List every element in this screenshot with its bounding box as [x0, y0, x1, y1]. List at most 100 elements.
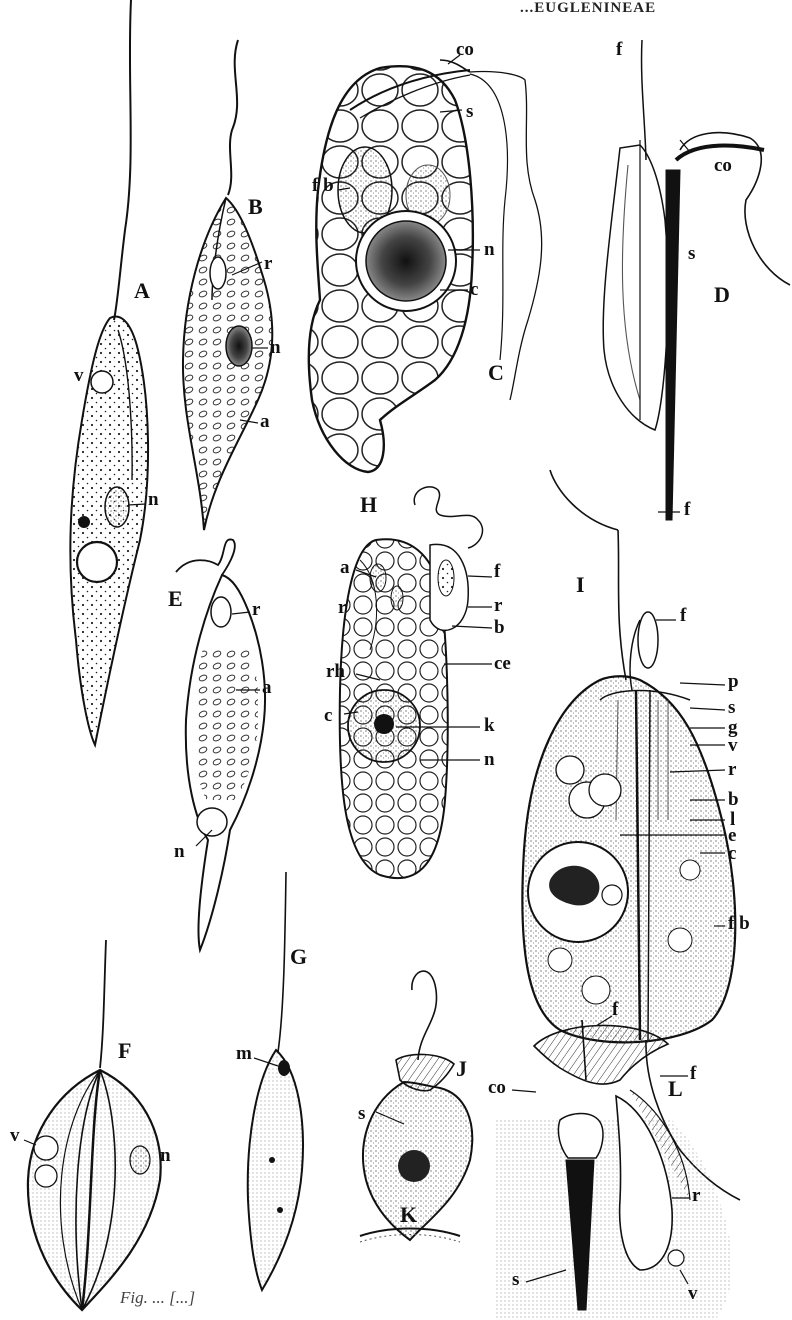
figure-e-nucleus	[197, 808, 227, 836]
figure-e-reservoir	[211, 597, 231, 627]
figure-c-letter: C	[488, 362, 504, 384]
figure-e-flagellum	[176, 539, 235, 575]
figure-i-label-f1: f	[684, 500, 690, 519]
figure-d-pharynx	[603, 145, 668, 430]
figure-d-letter: D	[714, 284, 730, 306]
figure-j-cell	[363, 971, 472, 1240]
figure-c-label-co: co	[456, 40, 474, 59]
figure-i-label-b: b	[728, 790, 739, 809]
figure-d-membrane	[680, 133, 790, 285]
figure-h-paramylon	[370, 564, 386, 592]
figure-d-rod	[666, 170, 680, 520]
figure-a-vacuole	[91, 371, 113, 393]
figure-j-letter: J	[456, 1058, 467, 1080]
figure-b-euglena	[183, 40, 272, 530]
figure-l-label-r: r	[692, 1186, 700, 1205]
figure-h-karyosome	[374, 714, 394, 734]
figure-f-phacus	[24, 940, 161, 1310]
figure-h-label-b: b	[494, 618, 505, 637]
figure-b-label-r: r	[264, 254, 272, 273]
figure-c-label-s: s	[466, 102, 473, 121]
figure-g-body	[248, 1050, 303, 1290]
figure-l-label-v: v	[688, 1284, 698, 1303]
figure-i-label-r: r	[728, 760, 736, 779]
figure-b-nucleus	[226, 326, 252, 366]
figure-c-flagellum	[470, 72, 542, 400]
figure-c-peranema	[309, 55, 542, 472]
figure-l-label-co: co	[488, 1078, 506, 1097]
plate-header: ...EUGLENINEAE	[520, 0, 656, 17]
figure-e-label-r: r	[252, 600, 260, 619]
figure-g-letter: G	[290, 946, 307, 968]
figure-f-nucleus	[130, 1146, 150, 1174]
figure-e-letter: E	[168, 588, 183, 610]
figure-f-body	[28, 1070, 161, 1310]
figure-j-flagellum	[412, 971, 437, 1060]
figure-c-label-n: n	[484, 240, 495, 259]
figure-g-stigma	[278, 1060, 290, 1076]
figure-l-collar	[534, 1025, 668, 1084]
figure-d-flagellum	[642, 40, 646, 160]
figure-h-label-k: k	[484, 716, 495, 735]
figure-i-letter: I	[576, 574, 585, 596]
figure-h-label-c: c	[324, 706, 332, 725]
figure-h-label-ce: ce	[494, 654, 511, 673]
figure-b-label-n: n	[270, 338, 281, 357]
figure-l-vacuole	[668, 1250, 684, 1266]
figure-c-label-c: c	[470, 280, 478, 299]
figure-a-flagellum	[114, 0, 131, 320]
figure-d-label-co: co	[714, 156, 732, 175]
figure-f-label-n: n	[160, 1146, 171, 1165]
figure-h-label-f: f	[494, 562, 500, 581]
figure-h-label-a: a	[340, 558, 350, 577]
figure-h-flagellum	[414, 487, 482, 548]
figure-f-vacuole-2	[35, 1165, 57, 1187]
figure-i-label-s: s	[728, 698, 735, 717]
figure-e-label-n: n	[174, 842, 185, 861]
figure-g-cell	[248, 872, 303, 1290]
figure-i-label-v: v	[728, 736, 738, 755]
figure-i-label-c: c	[728, 844, 736, 863]
figure-h-cell	[340, 487, 492, 878]
figure-j-label-s: s	[358, 1104, 365, 1123]
figure-b-label-a: a	[260, 412, 270, 431]
figure-i-trailing-flagellum	[550, 470, 618, 530]
figure-d-label-s: s	[688, 244, 695, 263]
figure-f-flagellum	[100, 940, 106, 1068]
figure-a-label-n: n	[148, 490, 159, 509]
figure-h-letter: H	[360, 494, 377, 516]
figure-b-letter: B	[248, 196, 263, 218]
figure-a-body-vesicle	[77, 542, 117, 582]
figure-c-cytostome	[440, 60, 470, 72]
figure-h-label-r1: r	[338, 598, 346, 617]
figure-i-label-fb: f b	[728, 914, 750, 933]
figure-b-flagellum	[228, 40, 238, 195]
figure-l-detail	[496, 1016, 732, 1320]
figure-f-letter: F	[118, 1040, 131, 1062]
figure-l-label-s: s	[512, 1270, 519, 1289]
figure-a-nucleus	[105, 487, 129, 527]
figure-d-label-f: f	[616, 40, 622, 59]
figure-a-letter: A	[134, 280, 150, 302]
figure-e-label-a: a	[262, 678, 272, 697]
figure-j-nucleus	[398, 1150, 430, 1182]
figure-b-reservoir	[210, 257, 226, 289]
figure-d-detail	[603, 40, 790, 520]
figure-c-nucleus	[366, 221, 446, 301]
figure-h-label-rh: rh	[326, 662, 345, 681]
figure-h-label-r2: r	[494, 596, 502, 615]
figure-f-vacuole-1	[34, 1136, 58, 1160]
figure-c-label-fb: f b	[312, 176, 334, 195]
figure-b-body	[183, 198, 272, 530]
figure-f-label-v: v	[10, 1126, 20, 1145]
figure-k-letter: K	[400, 1204, 417, 1226]
figure-i-label-f3: f	[690, 1064, 696, 1083]
figure-h-label-n: n	[484, 750, 495, 769]
figure-i-label-f2: f	[680, 606, 686, 625]
figure-l-letter: L	[668, 1078, 683, 1100]
figure-i-label-p: p	[728, 672, 739, 691]
figure-g-label-m: m	[236, 1044, 252, 1063]
figure-l-label-f: f	[612, 1000, 618, 1019]
figure-a-label-v: v	[74, 366, 84, 385]
